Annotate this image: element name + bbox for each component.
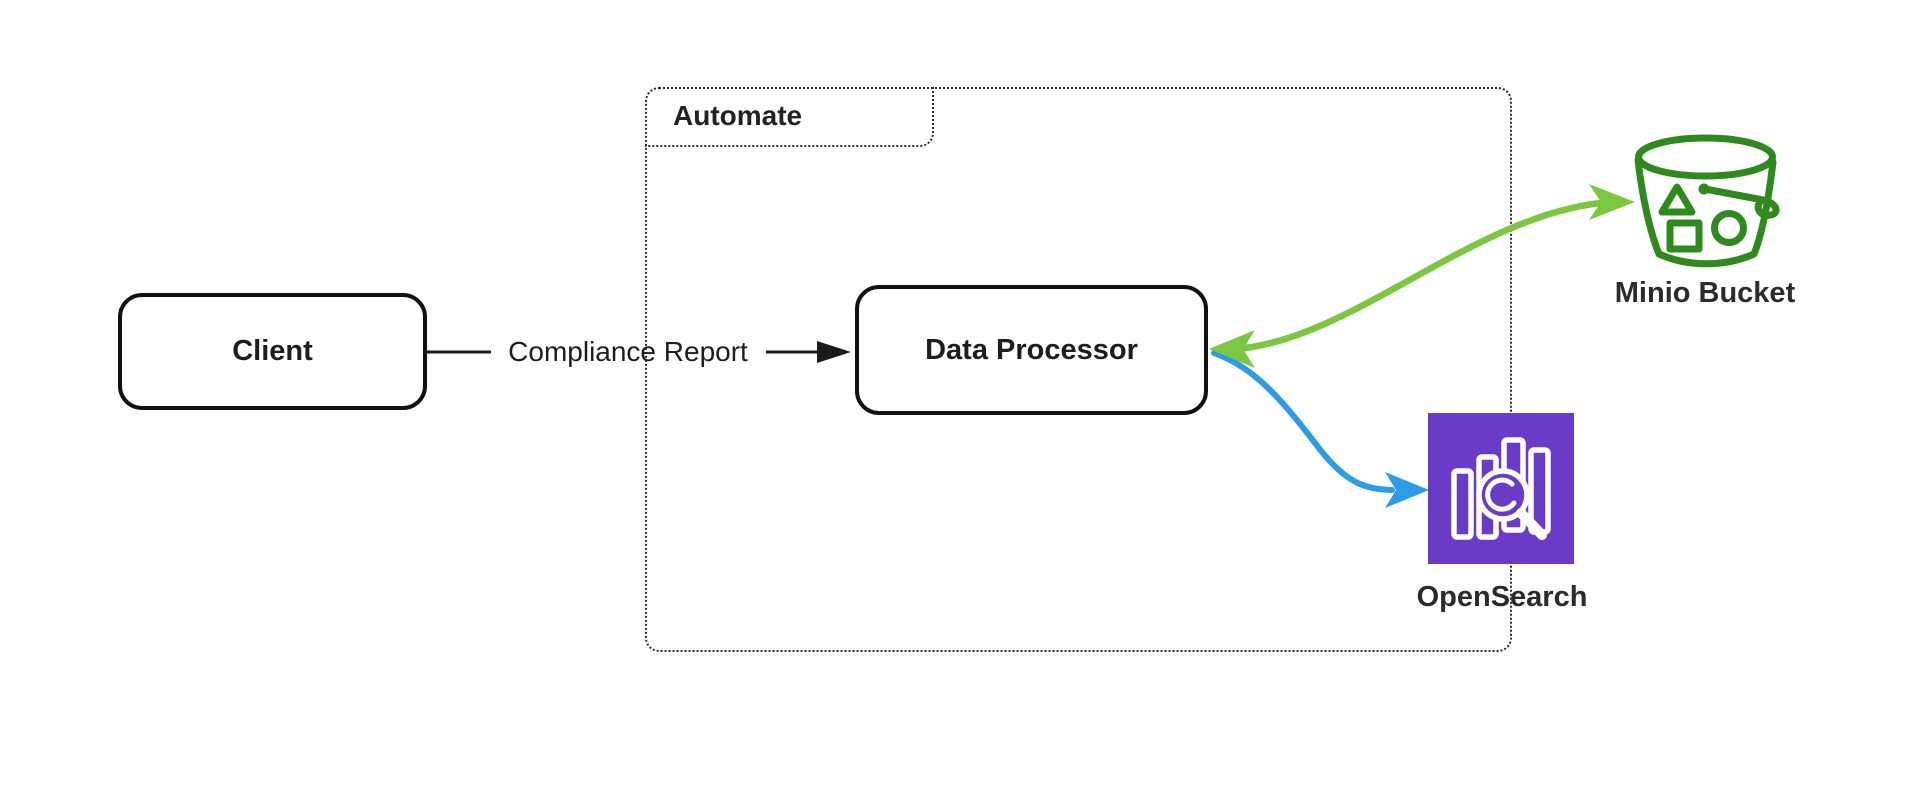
opensearch-icon	[1428, 413, 1574, 564]
client-node-label: Client	[232, 335, 313, 367]
opensearch-lens-inner-arc	[1485, 477, 1517, 512]
bucket-circle-object	[1711, 210, 1747, 246]
opensearch-magnifier-handle	[1516, 508, 1547, 540]
minio-edge-arrowhead-right	[1589, 184, 1635, 220]
bucket-triangle-object	[1658, 183, 1696, 216]
bucket-icon	[1634, 134, 1780, 268]
bucket-handle-pivot-dot	[1698, 183, 1710, 195]
data-processor-node: Data Processor	[855, 285, 1208, 415]
automate-group	[645, 87, 1512, 652]
opensearch-label: OpenSearch	[1416, 581, 1588, 613]
automate-group-label: Automate	[645, 87, 934, 147]
bucket-icon-strokes	[1634, 134, 1780, 268]
bucket-handle	[1701, 185, 1780, 219]
client-node: Client	[118, 293, 427, 410]
bucket-square-object	[1666, 219, 1703, 253]
bucket-rim	[1635, 134, 1776, 180]
minio-bucket-label: Minio Bucket	[1614, 277, 1796, 309]
compliance-report-edge-label: Compliance Report	[508, 336, 748, 367]
automate-group-label-text: Automate	[673, 100, 803, 131]
data-processor-node-label: Data Processor	[925, 333, 1138, 366]
